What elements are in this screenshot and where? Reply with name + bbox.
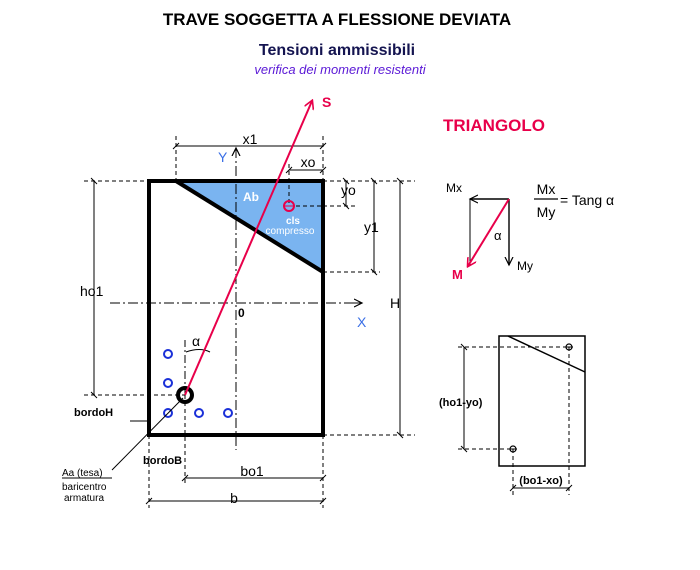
neutral-axis	[174, 179, 325, 274]
label-armatura: armatura	[64, 493, 104, 504]
label-bordob: bordoB	[143, 455, 182, 467]
label-compresso: compresso	[266, 226, 315, 237]
small-section-outline	[498, 335, 586, 467]
rebar	[194, 408, 204, 418]
rebar	[223, 408, 233, 418]
rebar	[163, 408, 173, 418]
page-title: TRAVE SOGGETTA A FLESSIONE DEVIATA	[163, 10, 511, 29]
rebar	[163, 349, 173, 359]
aa-leader-line	[111, 397, 184, 471]
label-xo: xo	[301, 154, 316, 170]
dimension-lines	[90, 142, 404, 505]
label-yo: yo	[341, 182, 356, 198]
label-aa-tesa: Aa (tesa)	[62, 468, 103, 479]
subtitle: Tensioni ammissibili	[259, 42, 415, 59]
label-cls: cls	[286, 216, 300, 227]
label-h: H	[390, 295, 400, 311]
tangent-formula: Mx My = Tang α	[534, 181, 614, 220]
label-y-axis: Y	[218, 149, 228, 165]
label-alpha: α	[192, 333, 200, 349]
label-triangle-alpha: α	[494, 228, 502, 243]
m-vector	[468, 198, 510, 266]
section-label-triangolo: TRIANGOLO	[443, 116, 545, 135]
label-x1: x1	[243, 131, 258, 147]
formula-equation: = Tang α	[560, 192, 614, 208]
label-m: M	[452, 267, 463, 282]
label-s: S	[322, 94, 331, 110]
label-mx: Mx	[446, 181, 462, 195]
rebar	[163, 378, 173, 388]
label-ab: Ab	[243, 190, 259, 204]
label-y1: y1	[364, 219, 379, 235]
moment-triangle: Mx My M α	[446, 181, 533, 282]
label-ho1-yo: (ho1-yo)	[439, 397, 483, 409]
label-b: b	[230, 490, 238, 506]
label-bo1: bo1	[240, 463, 264, 479]
formula-denominator: My	[537, 204, 556, 220]
label-bordoh: bordoH	[74, 407, 113, 419]
stress-direction-line	[184, 101, 312, 396]
label-x-axis: X	[357, 314, 367, 330]
label-ho1: ho1	[80, 283, 104, 299]
label-bo1-xo: (bo1-xo)	[519, 475, 563, 487]
label-baricentro: baricentro	[62, 482, 107, 493]
small-section: (ho1-yo) (bo1-xo)	[439, 335, 586, 495]
label-origin: 0	[238, 306, 245, 320]
formula-numerator: Mx	[537, 181, 556, 197]
reinforcement-bars	[163, 349, 233, 418]
caption: verifica dei momenti resistenti	[254, 62, 426, 77]
alpha-arc	[185, 349, 211, 353]
small-neutral-axis	[507, 335, 586, 373]
label-my: My	[517, 259, 533, 273]
